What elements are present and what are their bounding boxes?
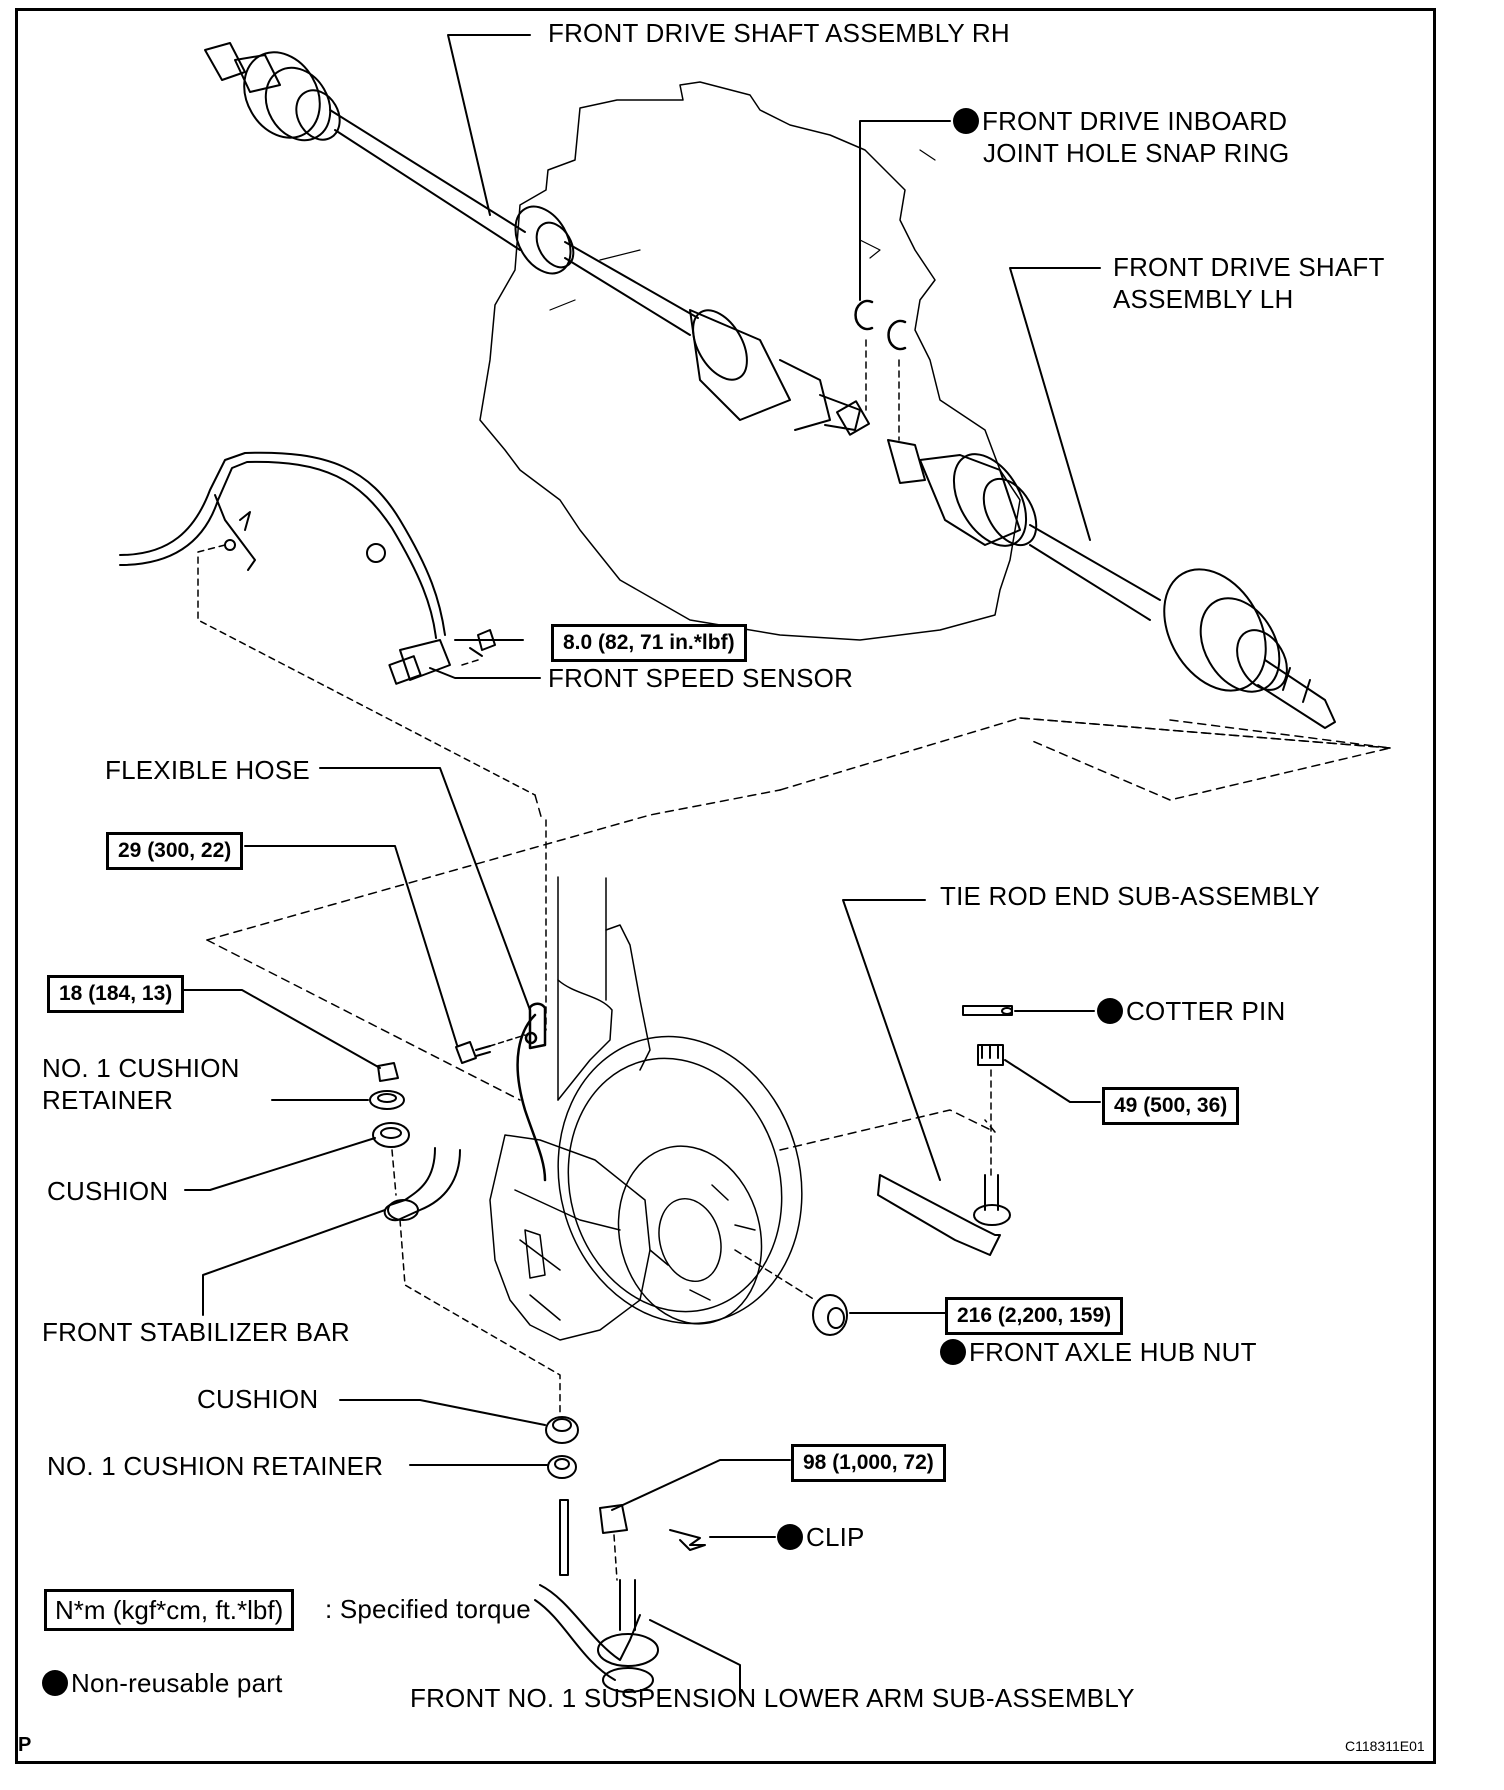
- label-flexible-hose: FLEXIBLE HOSE: [105, 755, 310, 785]
- lower-arm: [534, 1499, 659, 1693]
- cushion-upper-shape: [372, 1122, 410, 1148]
- label-cushion-retainer-lower: NO. 1 CUSHION RETAINER: [47, 1451, 384, 1481]
- label-cotter-pin-text: COTTER PIN: [1126, 996, 1286, 1026]
- label-lower-arm: FRONT NO. 1 SUSPENSION LOWER ARM SUB-ASS…: [410, 1683, 1135, 1713]
- label-drive-shaft-rh: FRONT DRIVE SHAFT ASSEMBLY RH: [548, 18, 1010, 48]
- brake-disc: [557, 1035, 803, 1325]
- leader-lines: [182, 34, 1101, 1701]
- label-axle-hub-nut: FRONT AXLE HUB NUT: [940, 1337, 1257, 1367]
- non-reusable-dot-icon: [953, 108, 979, 134]
- axle-hub-nut: [812, 1294, 848, 1336]
- snap-ring-dash-lines: [865, 339, 900, 441]
- label-tie-rod-end: TIE ROD END SUB-ASSEMBLY: [940, 881, 1320, 911]
- brake-caliper: [489, 1134, 651, 1341]
- front-speed-sensor: [119, 451, 496, 685]
- label-speed-sensor: FRONT SPEED SENSOR: [548, 663, 854, 693]
- label-snap-ring-line1: FRONT DRIVE INBOARD: [982, 106, 1288, 136]
- hub-nut-dash: [734, 1249, 816, 1301]
- legend-non-reusable-text: Non-reusable part: [71, 1668, 283, 1698]
- cushion-retainer-lower-shape: [547, 1455, 577, 1479]
- lower-arm-dash: [613, 1534, 618, 1581]
- non-reusable-dot-icon: [42, 1670, 68, 1696]
- torque-lower-arm-nut: 98 (1,000, 72): [791, 1444, 946, 1482]
- torque-flexible-hose-bolt: 29 (300, 22): [106, 832, 244, 870]
- figure-id: C118311E01: [1345, 1738, 1425, 1754]
- castle-nut-tie-rod: [977, 1044, 1004, 1066]
- torque-axle-hub-nut: 216 (2,200, 159): [945, 1297, 1124, 1335]
- label-drive-shaft-lh-line1: FRONT DRIVE SHAFT: [1113, 252, 1385, 282]
- label-snap-ring-line2: JOINT HOLE SNAP RING: [983, 138, 1290, 168]
- torque-tie-rod-nut: 49 (500, 36): [1102, 1087, 1240, 1125]
- label-clip-text: CLIP: [806, 1522, 865, 1552]
- torque-stabilizer-nut: 18 (184, 13): [47, 975, 185, 1013]
- label-drive-shaft-lh-line2: ASSEMBLY LH: [1113, 284, 1294, 314]
- label-cushion-retainer-upper-line2: RETAINER: [42, 1085, 174, 1115]
- cotter-pin-shape: [962, 1005, 1013, 1016]
- assembly-dash-lower: [206, 717, 1391, 1151]
- stabilizer-dash: [391, 1149, 561, 1416]
- corner-mark: P: [18, 1734, 32, 1756]
- label-stabilizer-bar: FRONT STABILIZER BAR: [42, 1317, 350, 1347]
- label-axle-hub-nut-text: FRONT AXLE HUB NUT: [969, 1337, 1257, 1367]
- lower-arm-nut: [599, 1504, 628, 1534]
- stabilizer-nut-upper: [377, 1062, 399, 1082]
- drive-shaft-rh: [204, 42, 871, 436]
- stabilizer-bar-link: [383, 1147, 461, 1222]
- non-reusable-dot-icon: [1097, 998, 1123, 1024]
- hose-bolt: [455, 1034, 526, 1064]
- snap-ring-right: [887, 319, 907, 351]
- label-cushion-lower: CUSHION: [197, 1384, 319, 1414]
- non-reusable-dot-icon: [777, 1524, 803, 1550]
- cushion-retainer-upper: [369, 1090, 405, 1110]
- diagram-frame: [15, 8, 1436, 1764]
- transaxle-detail: [549, 149, 936, 311]
- cushion-lower-shape: [545, 1416, 579, 1444]
- legend-torque-desc: : Specified torque: [325, 1594, 531, 1624]
- legend-non-reusable: Non-reusable part: [42, 1668, 283, 1698]
- non-reusable-dot-icon: [940, 1339, 966, 1365]
- label-snap-ring: FRONT DRIVE INBOARD: [953, 106, 1287, 136]
- strut-assembly: [557, 876, 651, 1101]
- snap-ring-left: [854, 299, 874, 331]
- flexible-hose: [516, 1002, 547, 1182]
- tie-rod-end: [877, 1174, 1011, 1256]
- label-cushion-retainer-upper-line1: NO. 1 CUSHION: [42, 1053, 240, 1083]
- speed-sensor-dash: [197, 544, 536, 796]
- drive-shaft-lh: [887, 439, 1336, 729]
- legend-torque-unit: N*m (kgf*cm, ft.*lbf): [44, 1589, 295, 1631]
- label-cotter-pin: COTTER PIN: [1097, 996, 1285, 1026]
- label-clip: CLIP: [777, 1522, 865, 1552]
- clip-shape: [669, 1529, 706, 1551]
- label-cushion-upper: CUSHION: [47, 1176, 169, 1206]
- torque-speed-sensor-bolt: 8.0 (82, 71 in.*lbf): [551, 624, 747, 662]
- transaxle-outline: [479, 81, 1021, 641]
